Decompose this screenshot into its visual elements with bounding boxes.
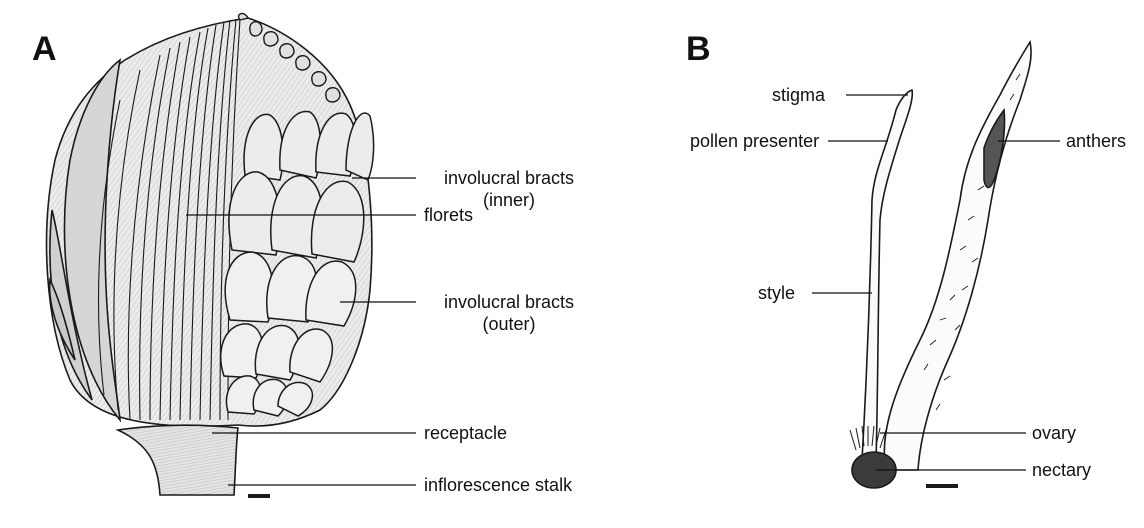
- label-florets: florets: [424, 204, 473, 226]
- label-style: style: [758, 282, 795, 304]
- label-receptacle: receptacle: [424, 422, 507, 444]
- inner-involucral-bracts: [229, 112, 374, 262]
- receptacle: [118, 425, 238, 495]
- label-inflorescence-stalk: inflorescence stalk: [424, 474, 572, 496]
- label-ovary: ovary: [1032, 422, 1076, 444]
- panel-b-letter: B: [686, 32, 711, 66]
- flower-head-drawing: [47, 14, 374, 496]
- label-involucral-bracts-outer-line1: involucral bracts: [424, 291, 594, 313]
- label-involucral-bracts-inner-line1: involucral bracts: [424, 167, 594, 189]
- label-nectary: nectary: [1032, 459, 1091, 481]
- label-pollen-presenter: pollen presenter: [690, 130, 819, 152]
- leader-lines-b: [812, 95, 1060, 470]
- single-flower-drawing: [850, 42, 1031, 488]
- label-involucral-bracts-outer-line2: (outer): [424, 313, 594, 335]
- label-involucral-bracts-outer: involucral bracts (outer): [424, 291, 594, 335]
- label-anthers: anthers: [1066, 130, 1126, 152]
- panel-a-letter: A: [32, 32, 57, 66]
- label-stigma: stigma: [772, 84, 825, 106]
